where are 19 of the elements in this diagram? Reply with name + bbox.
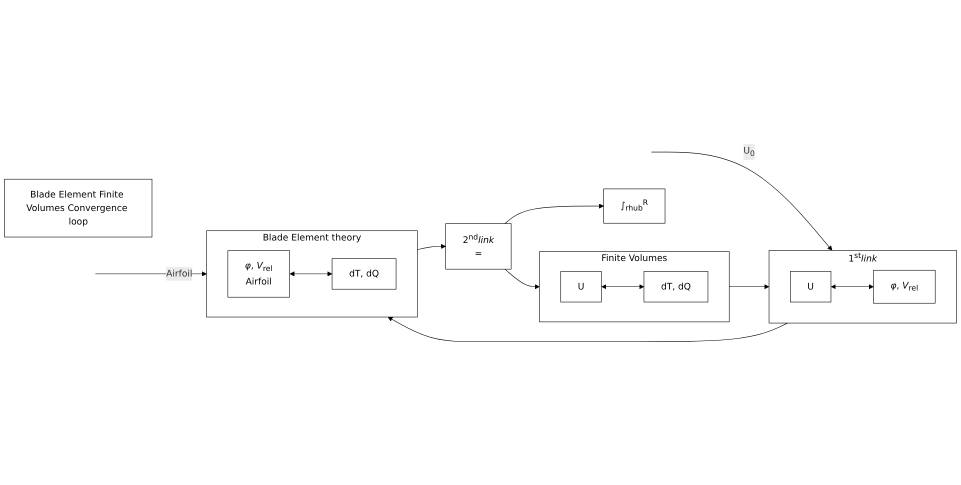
node-box: 2$^{nd}$link =	[445, 223, 512, 270]
node-box: U	[560, 270, 602, 302]
node-box: φ, V$_{rel}$	[873, 270, 936, 304]
node-box: φ, V$_{rel}$ Airfoil	[228, 250, 290, 298]
arrow	[830, 284, 874, 290]
node-box: Blade Element Finite Volumes Convergence loop	[4, 178, 152, 238]
node-box: dT, dQ	[332, 258, 396, 290]
edge-label: U$_{0}$	[743, 145, 755, 158]
arrow	[728, 284, 770, 290]
node-box: dT, dQ	[644, 270, 708, 302]
arrow	[388, 316, 788, 342]
arrow	[504, 268, 540, 290]
arrow	[651, 152, 832, 250]
node-box: U	[790, 270, 832, 302]
arrow	[417, 244, 446, 250]
arrow	[290, 271, 332, 276]
arrow	[504, 203, 604, 224]
arrow	[601, 284, 644, 290]
edge-label: Airfoil	[166, 268, 192, 279]
